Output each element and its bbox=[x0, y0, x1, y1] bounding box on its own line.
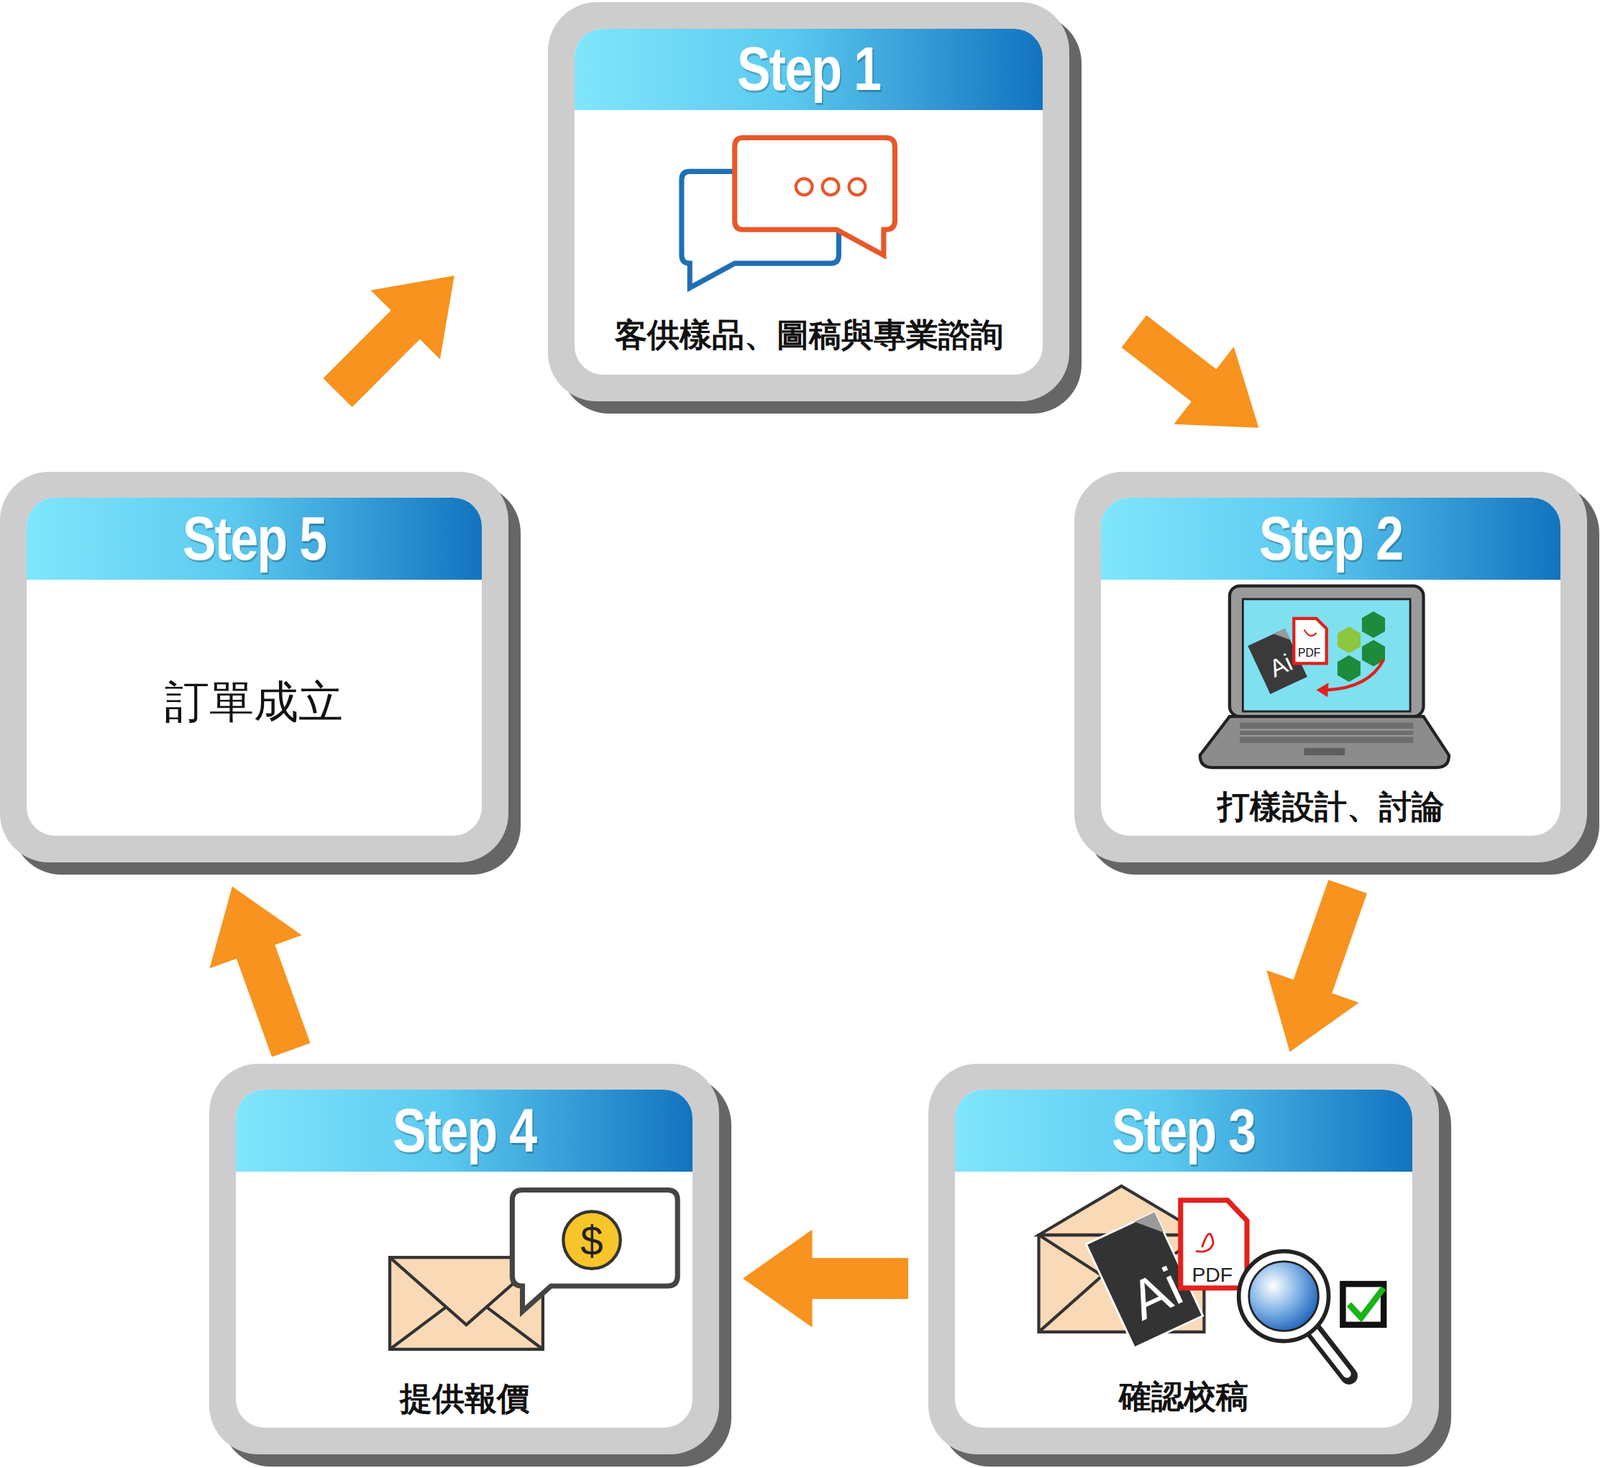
step-text: 打樣設計、討論 bbox=[1100, 784, 1561, 829]
arrow-shaft bbox=[805, 1257, 909, 1299]
arrow-shaft bbox=[1310, 886, 1348, 994]
arrow-shaft bbox=[337, 320, 411, 393]
flow-arrow bbox=[209, 885, 303, 1050]
step-box: Step 1 客供樣品、圖稿與專業諮詢 bbox=[547, 2, 1070, 402]
flow-arrow bbox=[1134, 331, 1260, 428]
step-title: Step 5 bbox=[26, 497, 482, 580]
step-text: 確認校稿 bbox=[954, 1374, 1413, 1419]
flow-arrow bbox=[337, 275, 455, 393]
step-box: Step 2 打樣設計、討論 bbox=[1074, 471, 1587, 863]
flow-arrow bbox=[1266, 886, 1360, 1053]
step-panel: Step 2 打樣設計、討論 bbox=[1100, 497, 1561, 836]
arrow-head bbox=[742, 1228, 812, 1327]
step-box: Step 5 訂單成立 bbox=[0, 471, 509, 863]
step-title: Step 2 bbox=[1100, 497, 1561, 580]
flow-arrow bbox=[742, 1228, 909, 1327]
step-text: 客供樣品、圖稿與專業諮詢 bbox=[574, 312, 1043, 357]
step-text: 提供報價 bbox=[235, 1376, 694, 1421]
arrow-head bbox=[370, 275, 454, 359]
arrow-head bbox=[209, 885, 303, 968]
step-title-text: Step 5 bbox=[182, 503, 327, 574]
step-title-text: Step 3 bbox=[1111, 1095, 1256, 1166]
step-title-text: Step 4 bbox=[392, 1095, 537, 1166]
arrow-shaft bbox=[1134, 331, 1210, 390]
arrow-head bbox=[1266, 970, 1360, 1053]
step-title: Step 1 bbox=[574, 28, 1043, 111]
icon-label: PDF bbox=[1191, 1264, 1233, 1285]
icon-label: $ bbox=[580, 1220, 604, 1262]
step-title: Step 4 bbox=[235, 1089, 694, 1172]
arrow-head bbox=[1173, 346, 1259, 428]
step-text: 訂單成立 bbox=[26, 671, 482, 733]
step-panel: Step 3 確認校稿 bbox=[954, 1089, 1413, 1428]
step-panel: Step 1 客供樣品、圖稿與專業諮詢 bbox=[574, 28, 1043, 375]
step-panel: Step 4 提供報價 bbox=[235, 1089, 694, 1428]
step-title-text: Step 1 bbox=[737, 33, 881, 105]
step-box: Step 4 提供報價 bbox=[209, 1063, 720, 1455]
step-title-text: Step 2 bbox=[1259, 503, 1403, 574]
icon-label: PDF bbox=[1297, 647, 1321, 659]
arrow-shaft bbox=[253, 944, 291, 1050]
step-title: Step 3 bbox=[954, 1089, 1413, 1172]
step-box: Step 3 確認校稿 bbox=[928, 1063, 1439, 1455]
step-panel: Step 5 訂單成立 bbox=[26, 497, 482, 836]
